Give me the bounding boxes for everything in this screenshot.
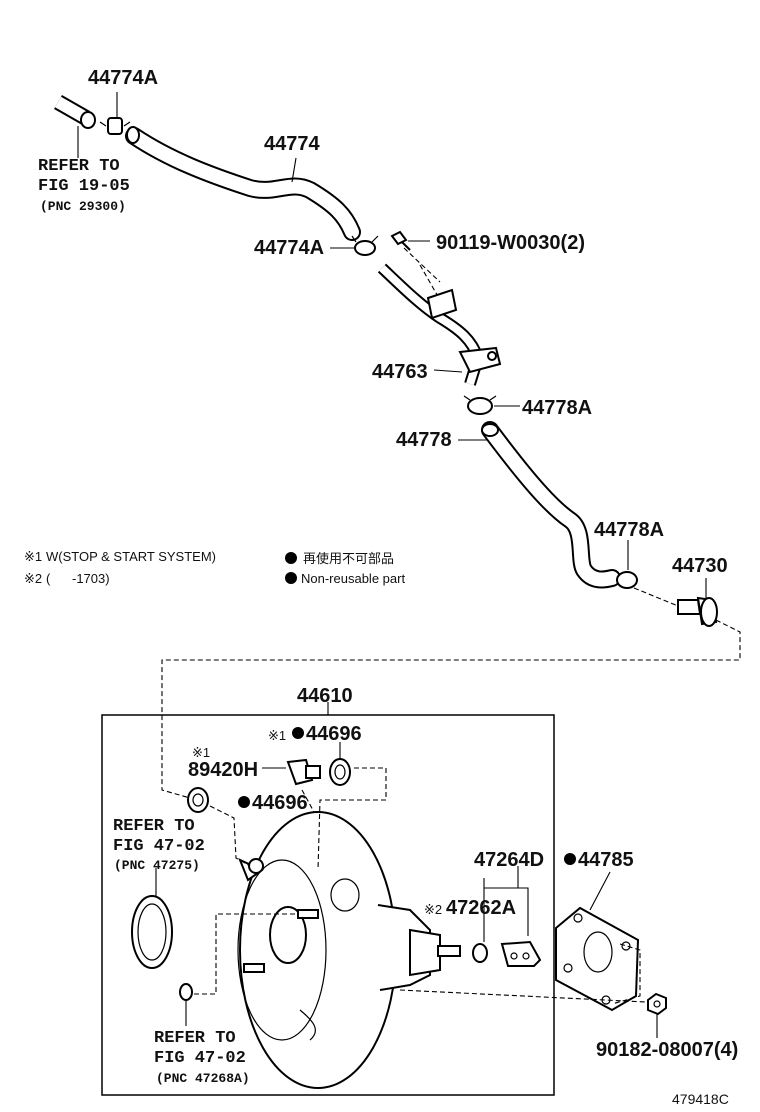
label-booster: 44610 [297,685,353,707]
ref-fig19-line2: FIG 19-05 [38,177,130,196]
ref-fig19-line1: REFER TO [38,157,120,176]
clevis-note: ※2 [424,902,442,917]
note1-mark: ※1 [24,549,42,564]
label-clamp-lower-a: 44778A [522,397,592,419]
grommet-left-dot [238,796,250,808]
booster-shape [237,811,461,1089]
ref-fig47b-pnc: (PNC 47268A) [156,1071,250,1086]
label-gasket-47264d: 47264D [474,849,544,871]
label-grommet-left: 44696 [252,792,308,814]
label-nut: 90182-08007(4) [596,1039,738,1061]
booster-gasket-dot [564,853,576,865]
ref-fig47a-line1: REFER TO [113,817,195,836]
pipe-shape [377,263,502,386]
legend-jp: 再使用不可部品 [303,551,394,566]
clamp-lower-b-shape [616,571,638,589]
note1-text: W(STOP & START SYSTEM) [46,549,216,564]
sensor-shape [286,758,321,786]
label-clamp-lower-b: 44778A [594,519,664,541]
bolt-shape [390,230,411,251]
nut-shape [647,992,667,1016]
grommet-top-dot [292,727,304,739]
gasket-47264d-shape [472,943,488,963]
hose-lower-shape [481,421,621,589]
label-pipe: 44763 [372,361,428,383]
check-valve-shape [677,596,718,627]
label-hose-upper: 44774 [264,133,320,155]
label-grommet-top: 44696 [306,723,362,745]
label-bolt: 90119-W0030(2) [436,232,585,254]
label-clamp-upper: 44774A [88,67,158,89]
legend-dot-2 [285,572,297,584]
booster-gasket-shape [555,906,640,1012]
pipe-stub-shape [54,95,96,129]
sensor-note: ※1 [192,745,210,760]
small-nut-shape [179,983,193,1001]
grommet-left-shape [187,787,209,813]
note2-text: ( -1703) [46,571,110,586]
clamp-lower-a-shape [463,395,497,415]
hose-upper-shape [125,126,361,241]
ref-fig19-pnc: (PNC 29300) [40,199,126,214]
label-clevis: 47262A [446,897,516,919]
label-hose-lower: 44778 [396,429,452,451]
ref-fig47a-line2: FIG 47-02 [113,837,205,856]
clevis-shape [500,940,542,967]
o-ring-shape [131,895,173,969]
label-check-valve: 44730 [672,555,728,577]
figure-id: 479418C [672,1091,729,1107]
label-clamp-mid: 44774A [254,237,324,259]
grommet-top-note: ※1 [268,728,286,743]
label-sensor: 89420H [188,759,258,781]
ref-fig47b-line2: FIG 47-02 [154,1049,246,1068]
ref-fig47a-pnc: (PNC 47275) [114,858,200,873]
ref-fig47b-line1: REFER TO [154,1029,236,1048]
stud-shape [297,909,319,919]
legend-en: Non-reusable part [301,571,405,586]
clamp-upper-shape [99,117,131,135]
grommet-top-shape [329,758,351,786]
note2-mark: ※2 [24,571,42,586]
legend-dot-1 [285,552,297,564]
stud-shape-2 [243,963,265,973]
label-booster-gasket: 44785 [578,849,634,871]
